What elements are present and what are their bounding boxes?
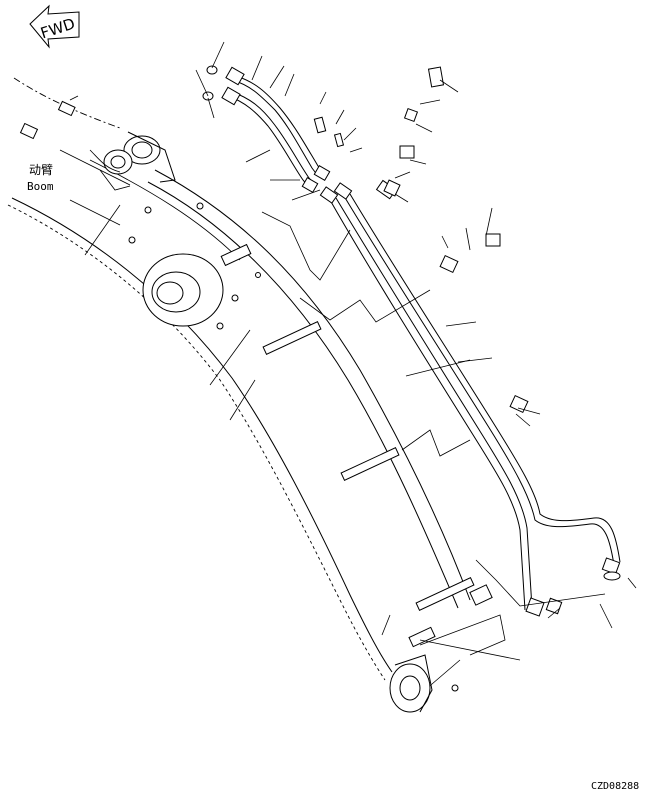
- boom-outline: [7, 77, 506, 691]
- boom-top-boss: [389, 654, 433, 713]
- pipe-clamps: [220, 66, 529, 648]
- drawing-code: CZD08288: [591, 781, 639, 792]
- upper-hoses: [202, 65, 345, 194]
- boom-label-en: Boom: [27, 180, 54, 193]
- cylinder-mount-boss: [142, 253, 224, 327]
- main-pipes: [319, 179, 621, 617]
- boom-foot-boss: [99, 131, 176, 191]
- boom-label-cn: 动臂: [29, 163, 53, 177]
- boom-plugs: [128, 202, 459, 692]
- upper-left-clamps: [19, 95, 121, 173]
- leader-lines: [195, 41, 637, 661]
- fwd-arrow-marker: FWD: [29, 4, 80, 49]
